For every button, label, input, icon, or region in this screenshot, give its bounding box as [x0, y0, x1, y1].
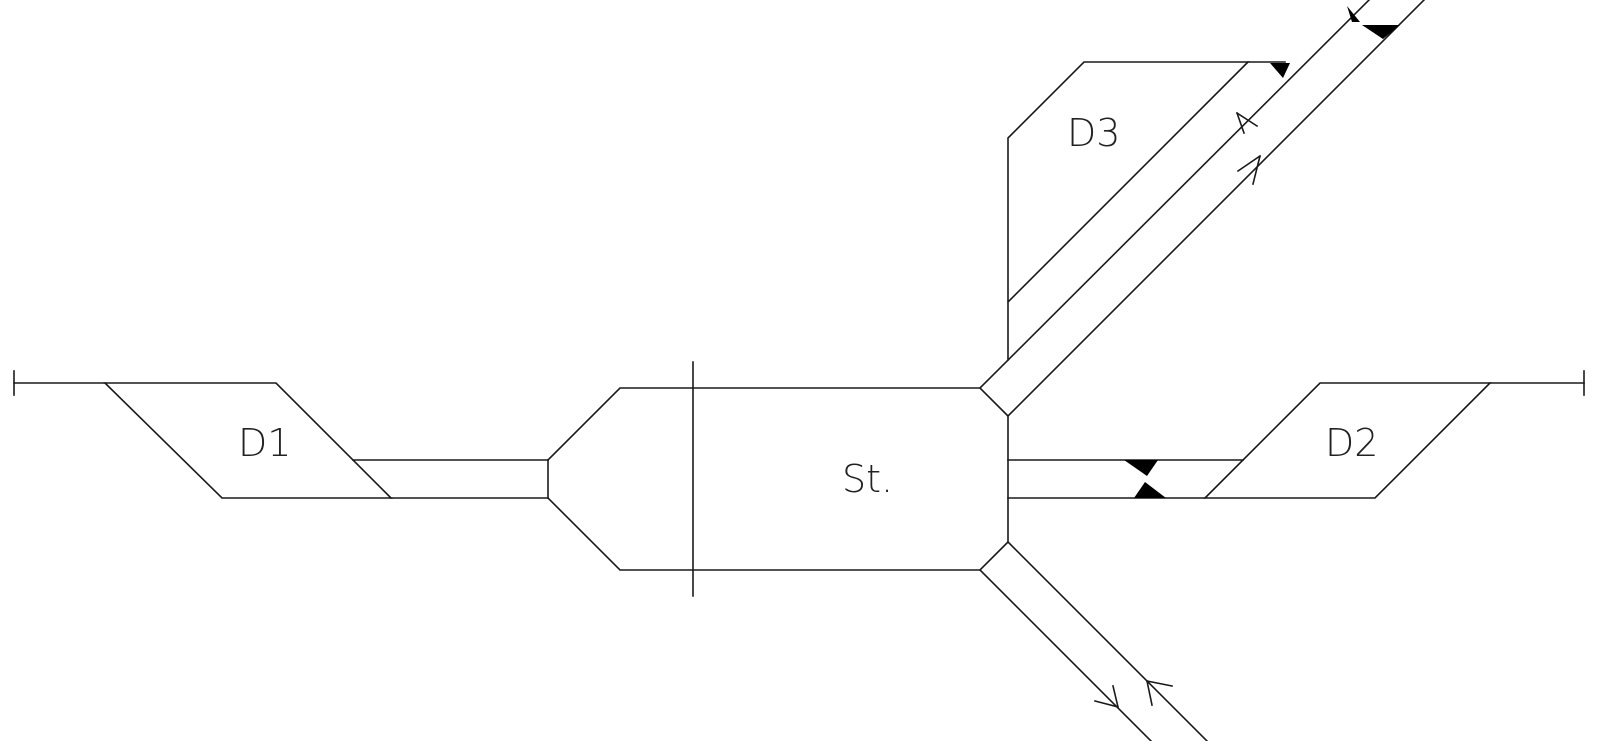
depot-d3-label: D3: [1067, 111, 1120, 155]
direction-arrow-inbound: [1146, 680, 1173, 706]
depot-d3: D3: [978, 0, 1426, 418]
depot-d1-label: D1: [238, 421, 291, 465]
depot-d3-outline: [1006, 61, 1250, 361]
signal-marker: [1134, 482, 1166, 498]
track-northeast-outer: [1006, 0, 1426, 418]
direction-arrow-outbound: [1094, 685, 1119, 708]
direction-arrow-outbound: [1236, 154, 1262, 185]
depot-d1: D1: [103, 382, 549, 499]
depot-d2-label: D2: [1325, 421, 1378, 465]
track-southeast-inner: [978, 568, 1153, 741]
signal-marker: [1347, 6, 1400, 39]
track-southeast: [978, 540, 1209, 741]
signal-marker: [1124, 460, 1158, 476]
depot-d2-outline: [1203, 382, 1492, 499]
depot-d2: D2: [1203, 382, 1492, 499]
station: St.: [546, 361, 1009, 597]
signal-marker: [1270, 63, 1290, 78]
track-station-d2: [1007, 459, 1244, 499]
station-label: St.: [842, 457, 893, 501]
connector-d1-station: [390, 459, 549, 499]
station-outline: [546, 387, 1009, 571]
track-northeast-inner: [978, 0, 1371, 390]
direction-arrow-inbound: [1235, 111, 1259, 135]
main-line: [13, 370, 1585, 396]
track-southeast-outer: [1006, 540, 1209, 741]
